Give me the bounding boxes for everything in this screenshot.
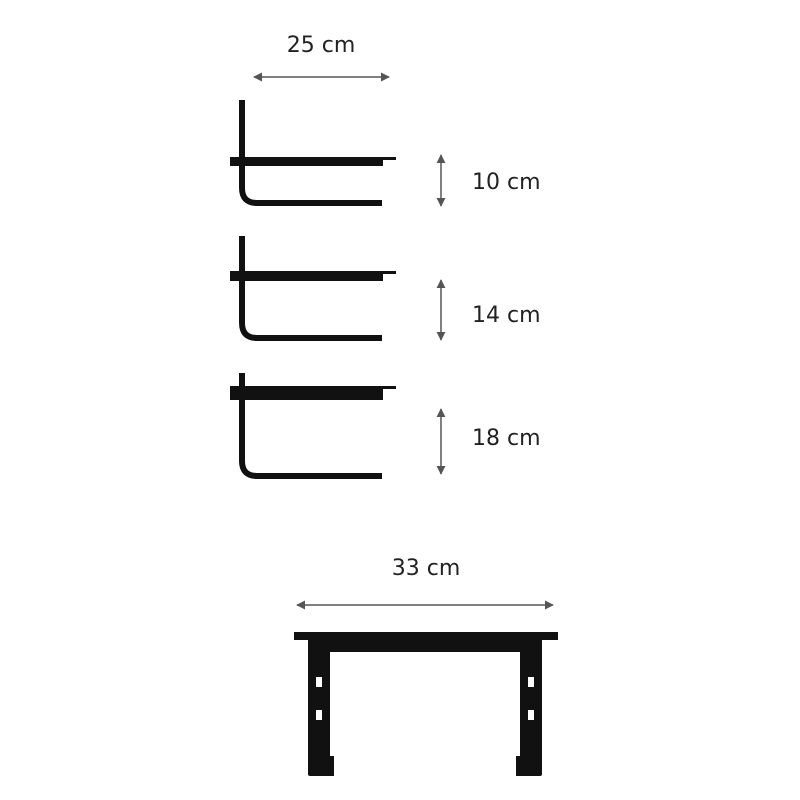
stand-crossbar xyxy=(318,640,532,652)
stand-left-foot xyxy=(312,756,334,776)
stand-top-shelf xyxy=(294,632,558,640)
height-label: 14 cm xyxy=(472,303,541,328)
stand-side-profile xyxy=(239,373,382,479)
height-label: 10 cm xyxy=(472,170,541,195)
right-leg-adjust-slot xyxy=(528,677,534,687)
width-dimension: 33 cm xyxy=(296,556,554,610)
width-label: 33 cm xyxy=(392,556,461,581)
stand-side-profile xyxy=(239,100,382,206)
side-view-height-14: 14 cm xyxy=(230,236,541,341)
stand-top-shelf xyxy=(230,271,396,281)
left-leg-adjust-slot xyxy=(316,677,322,687)
stand-left-leg xyxy=(308,636,330,776)
depth-dimension: 25 cm xyxy=(253,33,390,82)
side-view-height-10: 10 cm xyxy=(230,100,541,207)
left-leg-adjust-slot xyxy=(316,710,322,720)
stand-top-shelf xyxy=(230,386,396,400)
stand-side-profile xyxy=(239,236,382,341)
height-label: 18 cm xyxy=(472,426,541,451)
front-view-stand xyxy=(294,632,558,776)
stand-right-leg xyxy=(520,636,542,776)
stand-top-shelf xyxy=(230,157,396,166)
stand-right-foot xyxy=(516,756,538,776)
right-leg-adjust-slot xyxy=(528,710,534,720)
side-view-height-18: 18 cm xyxy=(230,373,541,479)
depth-label: 25 cm xyxy=(287,33,356,58)
